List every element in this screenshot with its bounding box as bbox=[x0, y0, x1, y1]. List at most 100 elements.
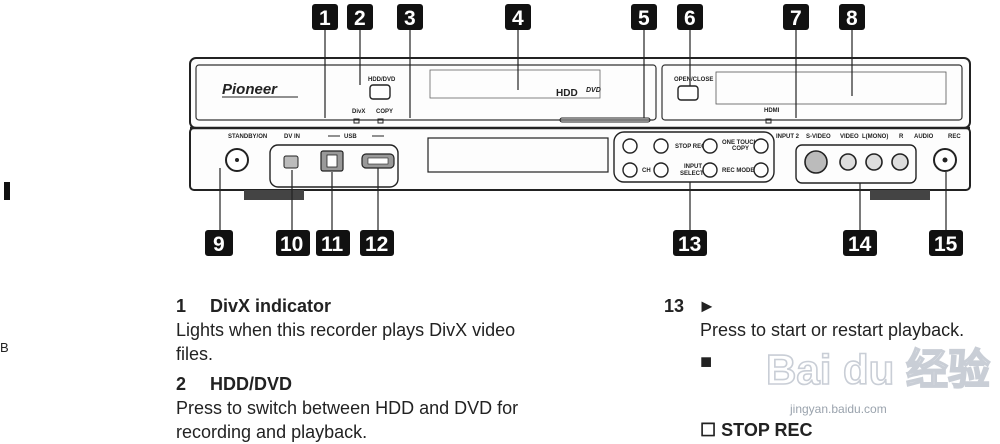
hdd-dvd-button[interactable] bbox=[369, 84, 391, 100]
stoprec-heading: ☐ STOP REC bbox=[700, 420, 813, 441]
one-touch-copy-button[interactable] bbox=[753, 138, 769, 154]
callout-15: 15 bbox=[929, 230, 963, 256]
svg-text:4: 4 bbox=[512, 7, 524, 30]
svg-text:11: 11 bbox=[321, 233, 344, 256]
hdd-logo: HDD bbox=[556, 88, 578, 99]
stop-button[interactable] bbox=[653, 138, 669, 154]
dv-in-port[interactable] bbox=[283, 155, 299, 169]
item1-line1: Lights when this recorder plays DivX vid… bbox=[176, 320, 516, 340]
select-label: SELECT bbox=[680, 171, 704, 177]
input-label: INPUT bbox=[684, 164, 702, 170]
svg-text:9: 9 bbox=[213, 233, 225, 256]
rec-mode-button[interactable] bbox=[753, 162, 769, 178]
svg-text:1: 1 bbox=[319, 7, 331, 30]
open-close-label: OPEN/CLOSE bbox=[674, 77, 713, 83]
hdd-dvd-label: HDD/DVD bbox=[368, 77, 396, 83]
open-close-button[interactable] bbox=[677, 85, 699, 101]
recorder-front-panel-diagram: .lbl { font-family:"Liberation Sans", sa… bbox=[189, 4, 971, 256]
item13-number: 13 bbox=[664, 296, 685, 316]
rec-mode-label: REC MODE bbox=[722, 168, 754, 174]
callout-4: 4 bbox=[505, 4, 531, 30]
side-marker bbox=[4, 182, 10, 200]
dvd-logo: DVD bbox=[586, 87, 601, 94]
svg-text:5: 5 bbox=[638, 7, 650, 30]
watermark-text: Bai du 经验 bbox=[766, 346, 990, 393]
item13-heading: 13 ► bbox=[664, 296, 716, 317]
standby-label: STANDBY/ON bbox=[228, 134, 267, 140]
one-touch-copy-label: COPY bbox=[732, 146, 749, 152]
svg-text:12: 12 bbox=[365, 233, 388, 256]
item2-number: 2 bbox=[176, 374, 187, 394]
callout-9: 9 bbox=[205, 230, 233, 256]
callout-6: 6 bbox=[677, 4, 703, 30]
rec-label: REC bbox=[948, 134, 961, 140]
usb-b-port-inner bbox=[326, 154, 338, 168]
callout-5: 5 bbox=[631, 4, 657, 30]
lmono-label: L(MONO) bbox=[862, 134, 888, 140]
audio-r-jack[interactable] bbox=[891, 153, 909, 171]
divx-indicator bbox=[353, 118, 360, 124]
stop-rec-label: STOP REC bbox=[675, 144, 706, 150]
callout-3: 3 bbox=[397, 4, 423, 30]
video-jack[interactable] bbox=[839, 153, 857, 171]
callout-7: 7 bbox=[783, 4, 809, 30]
svg-text:15: 15 bbox=[934, 233, 958, 256]
stop-rec-button[interactable] bbox=[702, 138, 718, 154]
svideo-jack[interactable] bbox=[804, 150, 828, 174]
item2-line1: Press to switch between HDD and DVD for bbox=[176, 398, 519, 418]
svg-text:6: 6 bbox=[684, 7, 696, 30]
ch-label: CH bbox=[642, 168, 651, 174]
svg-text:8: 8 bbox=[846, 7, 858, 30]
ch-down-button[interactable] bbox=[622, 162, 638, 178]
svideo-label: S-VIDEO bbox=[806, 134, 831, 140]
play-symbol: ► bbox=[698, 296, 716, 316]
left-foot bbox=[244, 190, 304, 200]
side-letter: B bbox=[0, 340, 9, 355]
connector-panel bbox=[269, 144, 399, 188]
item2-title: HDD/DVD bbox=[210, 374, 293, 394]
callout-11: 11 bbox=[316, 230, 350, 256]
stoprec-title: STOP REC bbox=[721, 420, 813, 440]
play-description: Press to start or restart playback. bbox=[700, 320, 965, 340]
callout-13: 13 bbox=[673, 230, 707, 256]
item1-title: DivX indicator bbox=[210, 296, 332, 316]
dv-in-label: DV IN bbox=[284, 134, 300, 140]
input2-label: INPUT 2 bbox=[776, 134, 800, 140]
svg-text:7: 7 bbox=[790, 7, 802, 30]
bottom-leader-lines bbox=[219, 168, 947, 232]
play-button[interactable] bbox=[622, 138, 638, 154]
copy-label: COPY bbox=[376, 109, 393, 115]
svg-text:13: 13 bbox=[678, 233, 701, 256]
av-input-panel bbox=[795, 144, 917, 184]
callout-8: 8 bbox=[839, 4, 865, 30]
svg-text:2: 2 bbox=[354, 7, 366, 30]
callout-1: 1 bbox=[312, 4, 338, 30]
svg-text:10: 10 bbox=[280, 233, 303, 256]
hdmi-label: HDMI bbox=[764, 108, 780, 114]
right-display-window bbox=[715, 71, 947, 105]
ch-up-button[interactable] bbox=[653, 162, 669, 178]
usb-a-port-inner bbox=[367, 157, 389, 165]
callout-14: 14 bbox=[843, 230, 877, 256]
r-label: R bbox=[899, 134, 904, 140]
usb-label: USB bbox=[344, 134, 357, 140]
item1-line2: files. bbox=[176, 344, 214, 364]
rec-button-dot bbox=[942, 157, 948, 163]
top-leader-lines bbox=[324, 30, 853, 118]
control-button-panel bbox=[613, 131, 775, 183]
stop-symbol: ■ bbox=[700, 351, 713, 373]
video-label: VIDEO bbox=[840, 134, 859, 140]
audio-l-jack[interactable] bbox=[865, 153, 883, 171]
stoprec-symbol: ☐ bbox=[700, 420, 717, 440]
watermark-url: jingyan.baidu.com bbox=[790, 402, 887, 416]
input-select-button[interactable] bbox=[702, 162, 718, 178]
standby-button-dot bbox=[235, 158, 239, 162]
callout-2: 2 bbox=[347, 4, 373, 30]
svg-text:14: 14 bbox=[848, 233, 872, 256]
one-touch-label: ONE TOUCH bbox=[722, 140, 758, 146]
item2-line2: recording and playback. bbox=[176, 422, 368, 442]
blank-cover bbox=[427, 137, 609, 173]
right-foot bbox=[870, 190, 930, 200]
hdmi-indicator bbox=[765, 118, 772, 124]
